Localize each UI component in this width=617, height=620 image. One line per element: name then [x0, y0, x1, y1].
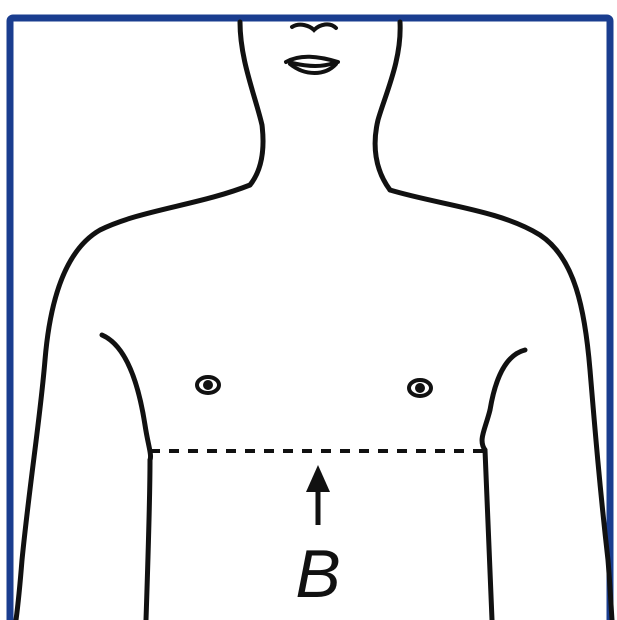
measurement-label: B — [295, 536, 340, 612]
left-nipple-center — [205, 382, 211, 388]
right-nipple-center — [417, 385, 423, 391]
